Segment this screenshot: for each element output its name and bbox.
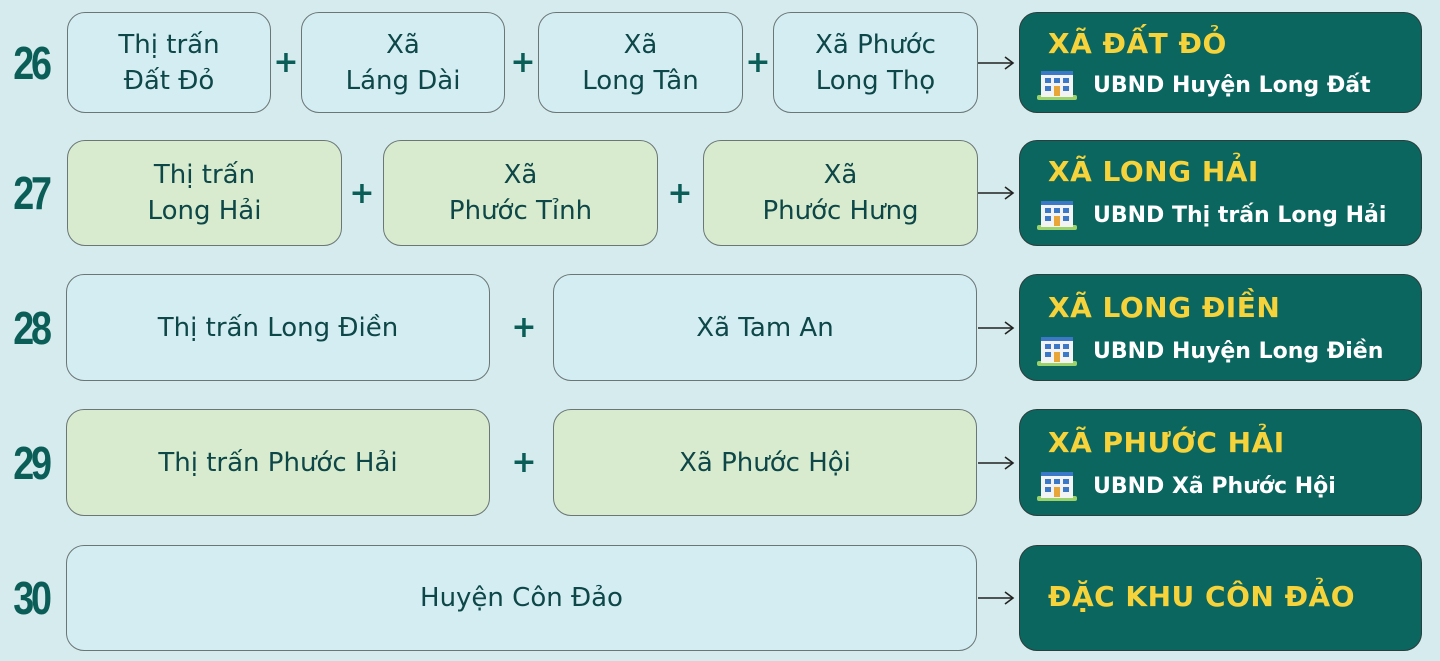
plus-sign: +	[745, 45, 771, 80]
plus-sign: +	[349, 175, 375, 211]
building-icon	[1037, 337, 1077, 366]
result-unit-box: XÃ LONG ĐIỀN UBND Huyện Long Điền	[1019, 274, 1422, 381]
unit-label-line: Phước Hưng	[762, 196, 919, 226]
row-number: 28	[13, 301, 52, 354]
unit-label-line: Xã	[503, 160, 538, 190]
result-unit-box: ĐẶC KHU CÔN ĐẢO	[1019, 545, 1422, 651]
headquarters: UBND Xã Phước Hội	[1035, 470, 1336, 502]
result-unit-box: XÃ LONG HẢI UBND Thị trấn Long Hải	[1019, 140, 1422, 246]
source-unit-box: Thị trấn Long Điền	[66, 274, 490, 381]
result-unit-box: XÃ PHƯỚC HẢI UBND Xã Phước Hội	[1019, 409, 1422, 516]
unit-label-line: Xã Phước Hội	[679, 447, 851, 478]
building-icon	[1037, 201, 1077, 230]
plus-sign: +	[273, 45, 299, 80]
new-unit-name: XÃ LONG HẢI	[1048, 155, 1259, 188]
plus-sign: +	[511, 310, 537, 345]
unit-label-line: Thị trấn	[153, 160, 256, 190]
headquarters-text: UBND Huyện Long Đất	[1093, 72, 1371, 98]
unit-label-line: Láng Dài	[345, 65, 461, 96]
plus-sign: +	[511, 445, 537, 480]
merge-row-30: 30 Huyện Côn Đảo ĐẶC KHU CÔN ĐẢO	[0, 545, 1440, 651]
building-icon	[1037, 472, 1077, 501]
arrow-right-icon	[978, 409, 1018, 516]
source-unit-box: Thị trấn Phước Hải	[66, 409, 490, 516]
unit-label-line: Thị trấn	[118, 29, 220, 60]
headquarters-text: UBND Huyện Long Điền	[1093, 338, 1384, 364]
unit-label-line: Xã Phước	[815, 29, 936, 60]
unit-label-line: Long Hải	[147, 196, 262, 226]
plus-sign: +	[510, 45, 536, 80]
source-unit-box: Huyện Côn Đảo	[66, 545, 977, 651]
merge-row-28: 28 Thị trấn Long Điền + Xã Tam An XÃ LON…	[0, 274, 1440, 381]
arrow-right-icon	[978, 140, 1018, 246]
unit-label-line: Đất Đỏ	[123, 65, 215, 96]
unit-label-line: Xã Tam An	[696, 312, 834, 343]
headquarters: UBND Huyện Long Điền	[1035, 335, 1383, 367]
row-number: 27	[13, 167, 52, 219]
row-number: 29	[13, 436, 52, 489]
unit-label-line: Xã	[386, 29, 420, 60]
row-number: 26	[13, 36, 52, 89]
source-unit-box: Xã Phước Hội	[553, 409, 977, 516]
headquarters: UBND Huyện Long Đất	[1035, 69, 1371, 101]
new-unit-name: XÃ PHƯỚC HẢI	[1048, 426, 1285, 459]
unit-label-line: Xã	[623, 29, 658, 60]
new-unit-name: XÃ LONG ĐIỀN	[1048, 291, 1281, 324]
unit-label-line: Huyện Côn Đảo	[420, 583, 623, 613]
source-unit-box: Xã Tam An	[553, 274, 977, 381]
arrow-right-icon	[978, 12, 1018, 113]
arrow-right-icon	[978, 545, 1018, 651]
plus-sign: +	[667, 175, 693, 211]
unit-label-line: Thị trấn Phước Hải	[158, 447, 398, 478]
headquarters: UBND Thị trấn Long Hải	[1035, 199, 1386, 231]
arrow-right-icon	[978, 274, 1018, 381]
unit-label-line: Long Thọ	[815, 65, 936, 96]
unit-label-line: Long Tân	[582, 65, 699, 96]
headquarters-text: UBND Thị trấn Long Hải	[1093, 202, 1387, 228]
headquarters-text: UBND Xã Phước Hội	[1093, 473, 1336, 499]
new-unit-name: ĐẶC KHU CÔN ĐẢO	[1048, 580, 1356, 613]
building-icon	[1037, 71, 1077, 100]
unit-label-line: Thị trấn Long Điền	[157, 312, 399, 343]
new-unit-name: XÃ ĐẤT ĐỎ	[1048, 27, 1227, 60]
result-unit-box: XÃ ĐẤT ĐỎ UBND Huyện Long Đất	[1019, 12, 1422, 113]
unit-label-line: Phước Tỉnh	[448, 196, 593, 226]
merge-row-29: 29 Thị trấn Phước Hải + Xã Phước Hội XÃ …	[0, 409, 1440, 516]
row-number: 30	[13, 572, 52, 624]
unit-label-line: Xã	[823, 160, 858, 190]
